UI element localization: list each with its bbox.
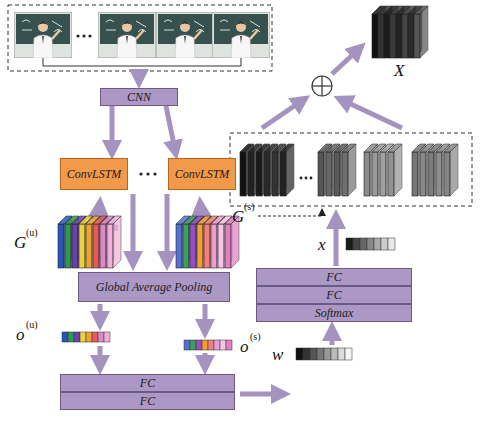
pooling-box: Global Average Pooling [78,272,230,302]
symbol-label: G [232,208,244,225]
weighted-stack [412,144,458,196]
superscript: (s) [250,332,261,342]
fc-layer-box: FC [60,392,235,410]
node-text: FC [140,394,155,409]
superscript: (u) [26,320,38,330]
frame-bracket [43,58,241,66]
node-text: FC [326,270,341,285]
symbol-label: X [394,62,404,79]
flow-arrow [262,98,306,128]
symbol-label: x [318,236,326,253]
fc-layer-box: FC [256,268,412,286]
fc-layer-box: FC [256,286,412,304]
flow-arrow [203,353,208,370]
flow-arrow [98,304,103,326]
node-text: FC [326,288,341,303]
symbol-label: w [272,346,283,363]
video-frame [156,12,214,58]
node-text: Global Average Pooling [96,280,212,295]
weighted-stack [364,144,402,196]
convlstm-box: ConvLSTM [60,158,128,190]
o-s-vector [184,340,232,350]
output-stack [372,6,428,58]
feature-stack [58,216,121,268]
feature-stack [176,216,239,268]
weighted-dashed-box [230,133,472,206]
ellipsis-dots [300,177,313,180]
symbol-label: o [240,338,249,355]
video-frame [14,12,72,58]
flow-arrow [165,194,170,266]
flow-arrow [334,214,339,266]
flow-arrow [203,304,208,334]
flow-arrow [166,106,176,155]
node-text: ConvLSTM [67,167,122,182]
flow-arrow [137,72,142,84]
symbol-label: G [14,234,26,251]
softmax-box: Softmax [256,304,412,322]
weighted-stack [318,144,356,196]
convlstm-box: ConvLSTM [168,158,236,190]
symbol-label: o [16,326,25,343]
node-text: Softmax [315,306,354,321]
flow-arrow [131,194,136,266]
video-frame [98,12,156,58]
sum-symbol [312,76,332,96]
fc-layer-box: FC [60,374,235,392]
flow-arrow [98,346,103,370]
ellipsis-dots [139,172,156,175]
o-u-vector [62,332,110,342]
node-text: FC [140,376,155,391]
x-vector [346,238,395,250]
flow-arrow [330,326,335,345]
flow-arrow [332,46,362,74]
node-text: ConvLSTM [175,167,230,182]
flow-arrow [110,106,115,155]
video-frame [212,12,270,58]
superscript: (s) [244,202,255,212]
dashed-arrow [258,210,322,216]
ellipsis-dots [76,34,91,37]
flow-arrow [240,392,286,397]
flow-arrow [338,98,402,128]
cnn-box: CNN [100,88,178,106]
w-vector [296,348,352,360]
weighted-stack [240,144,294,196]
node-text: CNN [127,90,151,105]
superscript: (u) [26,228,38,238]
frames-dashed-box [8,5,272,71]
